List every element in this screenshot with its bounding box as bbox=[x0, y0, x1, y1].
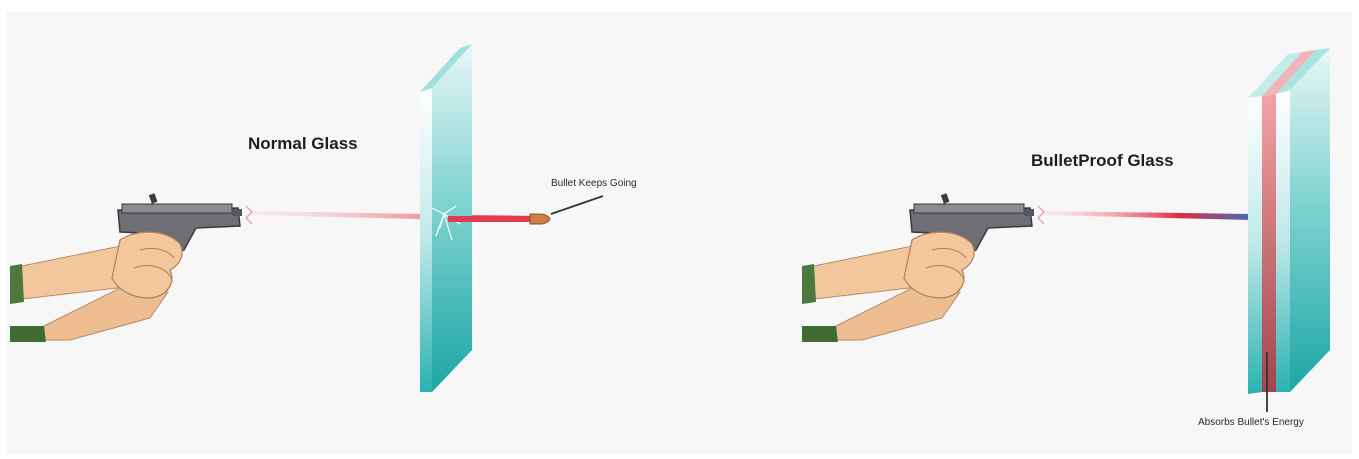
bulletproof-glass-panel bbox=[802, 48, 1330, 412]
bulletproof-glass-title: BulletProof Glass bbox=[1031, 151, 1174, 170]
absorbs-energy-label: Absorbs Bullet's Energy bbox=[1198, 417, 1304, 428]
bullet-keeps-going-label: Bullet Keeps Going bbox=[551, 178, 637, 189]
glass-pane-icon bbox=[1248, 48, 1330, 394]
annotation-leader-keeps bbox=[550, 195, 604, 215]
diagram-background bbox=[6, 12, 1352, 454]
hand-gun-icon bbox=[10, 193, 242, 342]
hand-gun-icon bbox=[802, 193, 1034, 342]
bullet-icon bbox=[529, 213, 551, 225]
bullet-trail bbox=[1044, 211, 1252, 220]
muzzle-flash bbox=[1037, 205, 1045, 225]
normal-glass-panel bbox=[10, 44, 604, 392]
muzzle-flash bbox=[245, 205, 253, 225]
normal-glass-title: Normal Glass bbox=[248, 134, 358, 153]
absorb-layer bbox=[1262, 94, 1276, 392]
